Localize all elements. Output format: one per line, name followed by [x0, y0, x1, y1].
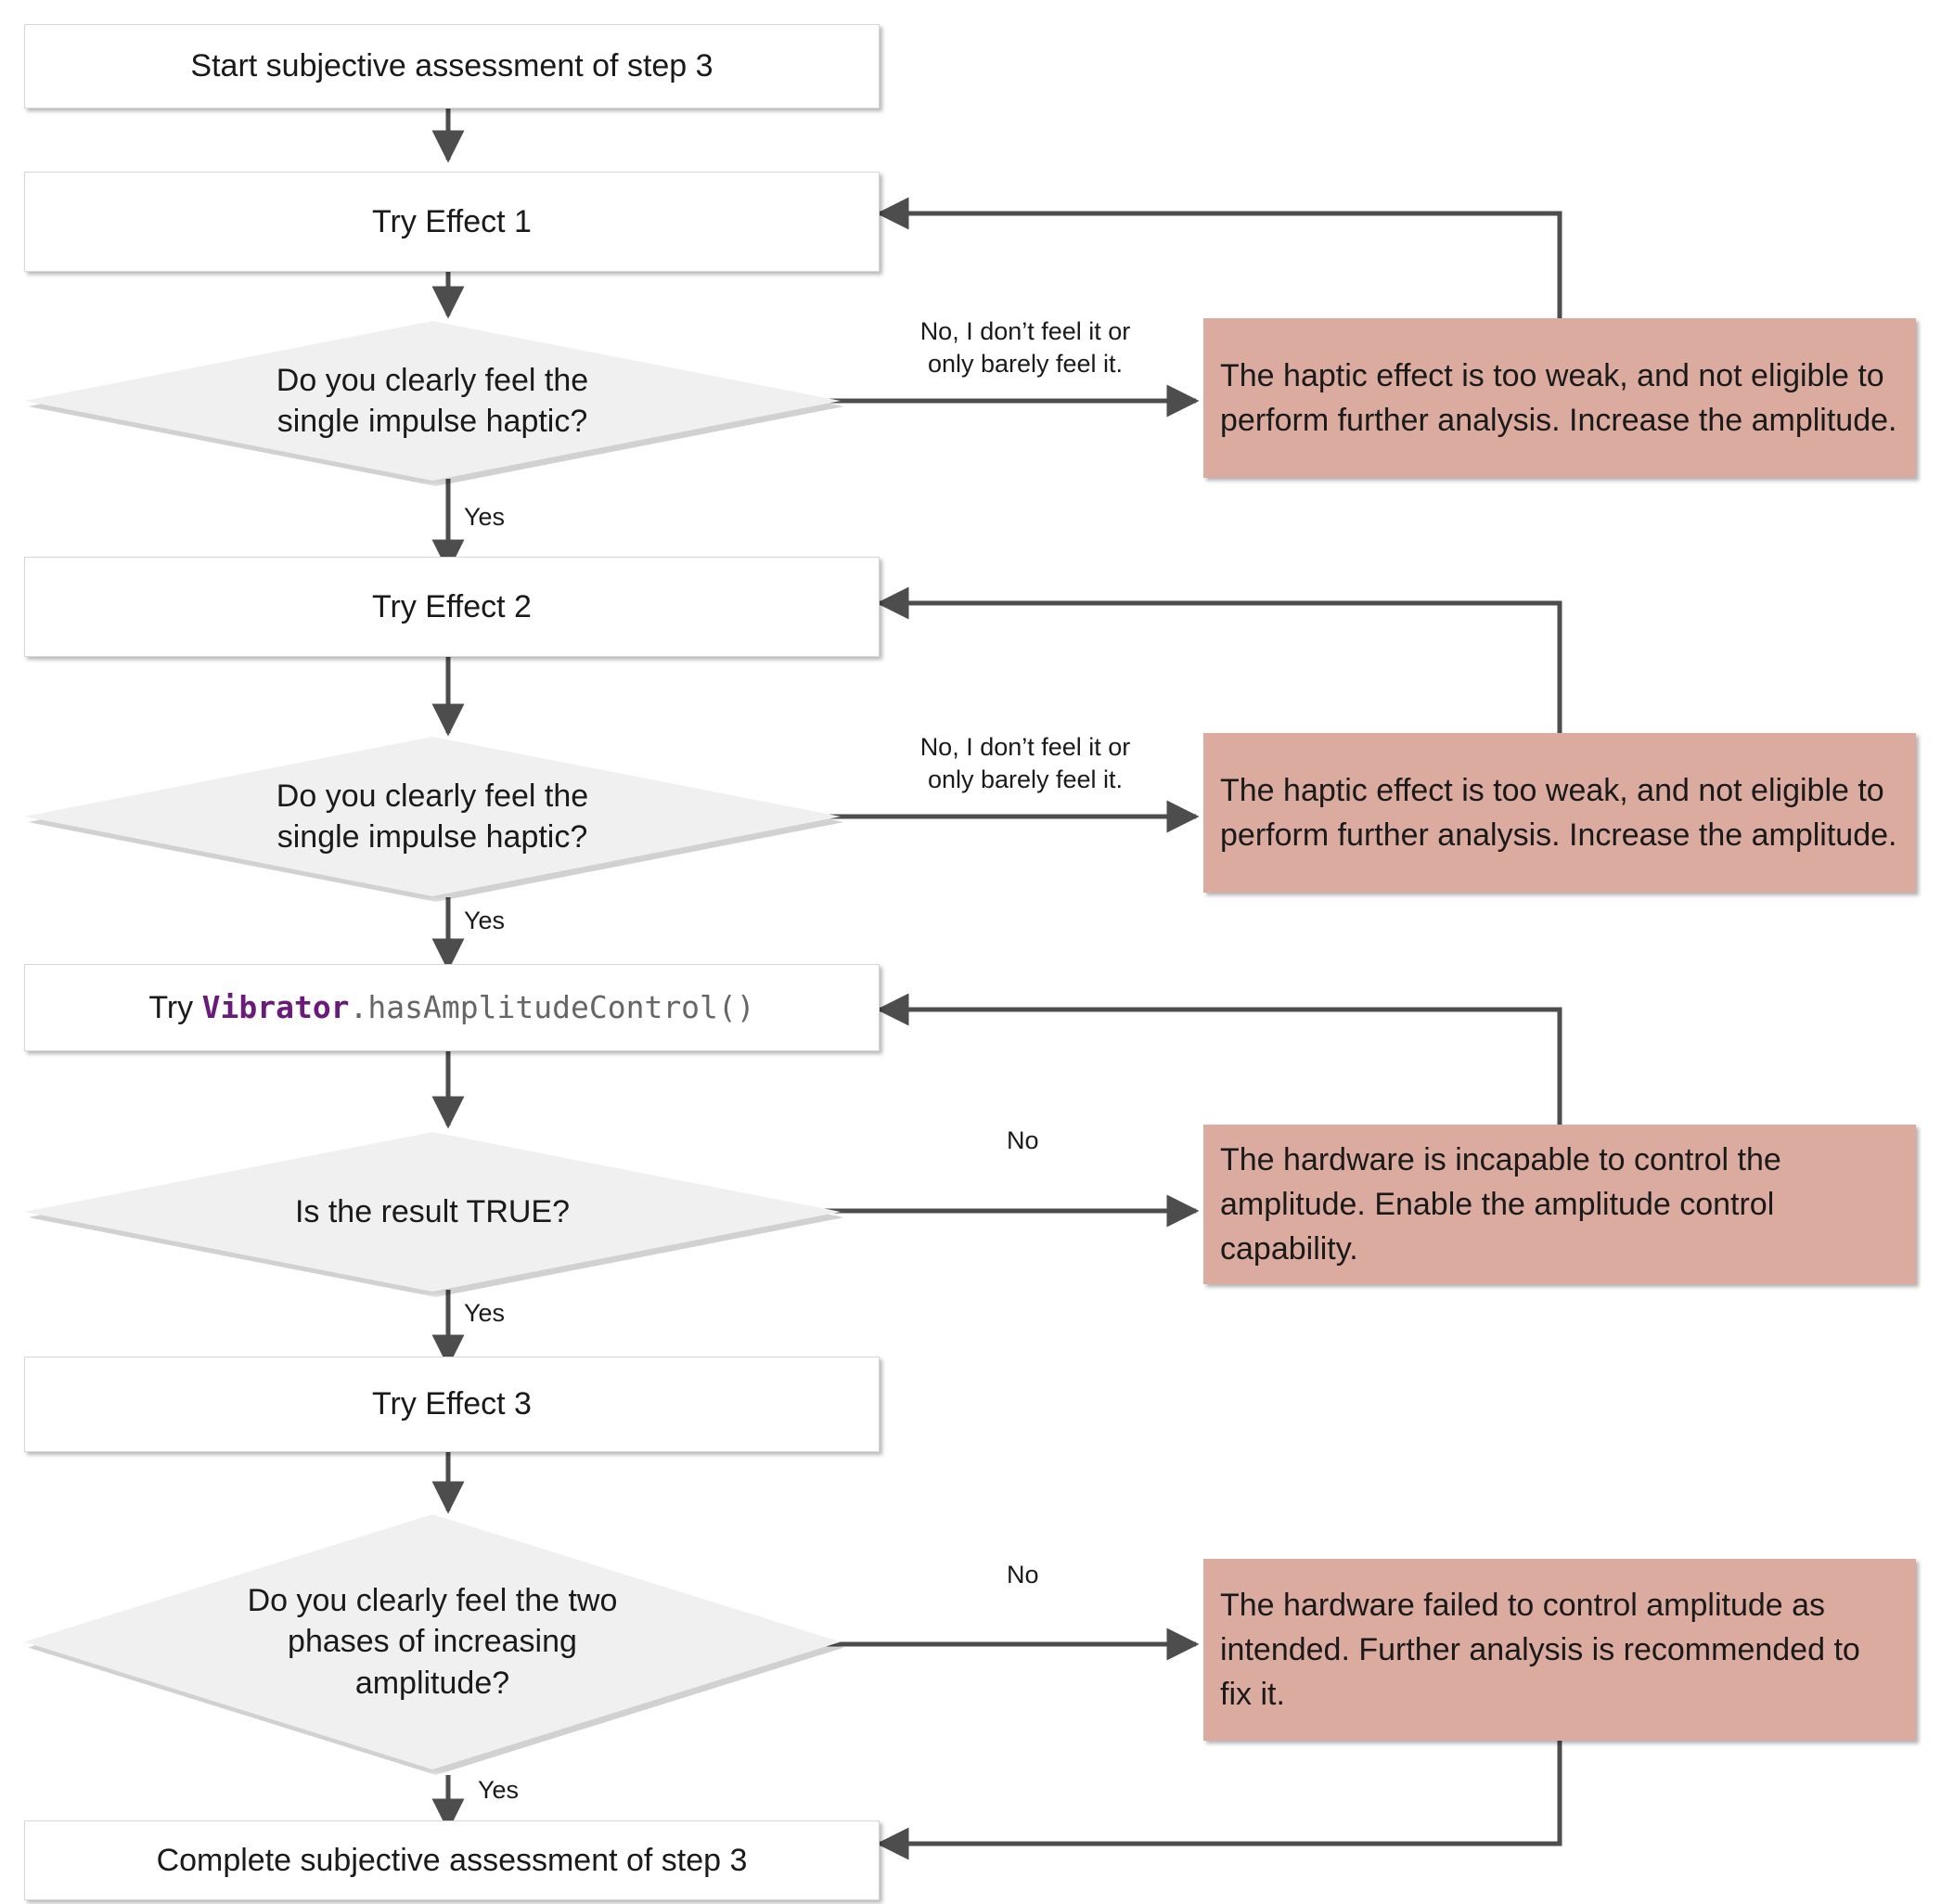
- edge-label-no-3: No: [1007, 1126, 1039, 1154]
- code-keyword-try: Try: [148, 989, 202, 1025]
- edge-label-yes-3: Yes: [464, 1299, 506, 1327]
- node-start[interactable]: Start subjective assessment of step 3: [24, 24, 880, 109]
- edge-label-yes-4: Yes: [478, 1776, 520, 1804]
- node-decision-2-line1: Do you clearly feel the: [276, 778, 589, 814]
- node-decision-2[interactable]: Do you clearly feel the single impulse h…: [24, 737, 841, 896]
- node-try-effect-2[interactable]: Try Effect 2: [24, 557, 880, 657]
- node-decision-1[interactable]: Do you clearly feel the single impulse h…: [24, 321, 841, 481]
- node-try-effect-3-label: Try Effect 3: [372, 1386, 532, 1422]
- node-try-effect-2-label: Try Effect 2: [372, 588, 532, 624]
- node-alert-4-text: The hardware failed to control amplitude…: [1220, 1587, 1860, 1713]
- code-method-hasamplitudecontrol: .hasAmplitudeControl(): [349, 988, 755, 1025]
- node-try-effect-1[interactable]: Try Effect 1: [24, 172, 880, 272]
- edge-alert1-loopback: [876, 197, 1562, 318]
- edge-label-yes-2: Yes: [464, 907, 506, 934]
- node-alert-1[interactable]: The haptic effect is too weak, and not e…: [1203, 318, 1916, 478]
- node-decision-4-line2: phases of increasing: [288, 1624, 577, 1660]
- node-alert-3[interactable]: The hardware is incapable to control the…: [1203, 1125, 1916, 1284]
- node-try-has-amplitude-control[interactable]: Try Vibrator.hasAmplitudeControl(): [24, 964, 880, 1051]
- edge-alert2-loopback: [876, 586, 1562, 733]
- node-try-effect-1-label: Try Effect 1: [372, 203, 532, 239]
- node-decision-4-text: Do you clearly feel the two phases of in…: [248, 1580, 618, 1704]
- node-decision-4[interactable]: Do you clearly feel the two phases of in…: [24, 1514, 841, 1769]
- code-class-vibrator: Vibrator: [201, 988, 350, 1025]
- node-decision-1-line1: Do you clearly feel the: [276, 362, 589, 398]
- node-complete-label: Complete subjective assessment of step 3: [156, 1842, 748, 1878]
- node-alert-4[interactable]: The hardware failed to control amplitude…: [1203, 1559, 1916, 1741]
- node-decision-1-text: Do you clearly feel the single impulse h…: [276, 360, 588, 442]
- node-try-effect-3[interactable]: Try Effect 3: [24, 1357, 880, 1452]
- node-decision-2-line2: single impulse haptic?: [276, 819, 588, 855]
- edge-label-no-feel-2: No, I don’t feel it or only barely feel …: [919, 733, 1131, 794]
- edge-alert3-loopback: [876, 993, 1562, 1125]
- node-alert-3-text: The hardware is incapable to control the…: [1220, 1141, 1781, 1267]
- node-decision-2-text: Do you clearly feel the single impulse h…: [276, 776, 588, 857]
- node-alert-1-text: The haptic effect is too weak, and not e…: [1220, 357, 1897, 438]
- edge-label-yes-1: Yes: [464, 503, 506, 531]
- node-start-label: Start subjective assessment of step 3: [190, 48, 713, 84]
- node-complete[interactable]: Complete subjective assessment of step 3: [24, 1820, 880, 1900]
- node-decision-3-label: Is the result TRUE?: [294, 1193, 571, 1229]
- node-decision-4-line1: Do you clearly feel the two: [247, 1583, 618, 1619]
- node-decision-3[interactable]: Is the result TRUE?: [24, 1132, 841, 1292]
- node-alert-2-text: The haptic effect is too weak, and not e…: [1220, 772, 1897, 853]
- node-alert-2[interactable]: The haptic effect is too weak, and not e…: [1203, 733, 1916, 893]
- edge-label-no-4: No: [1007, 1561, 1039, 1589]
- node-decision-1-line2: single impulse haptic?: [276, 404, 588, 439]
- node-try-api-label: Try Vibrator.hasAmplitudeControl(): [148, 988, 754, 1028]
- edge-label-no-feel-1: No, I don’t feel it or only barely feel …: [919, 317, 1131, 379]
- node-decision-4-line3: amplitude?: [354, 1665, 510, 1701]
- edge-alert4-to-complete: [876, 1741, 1562, 1860]
